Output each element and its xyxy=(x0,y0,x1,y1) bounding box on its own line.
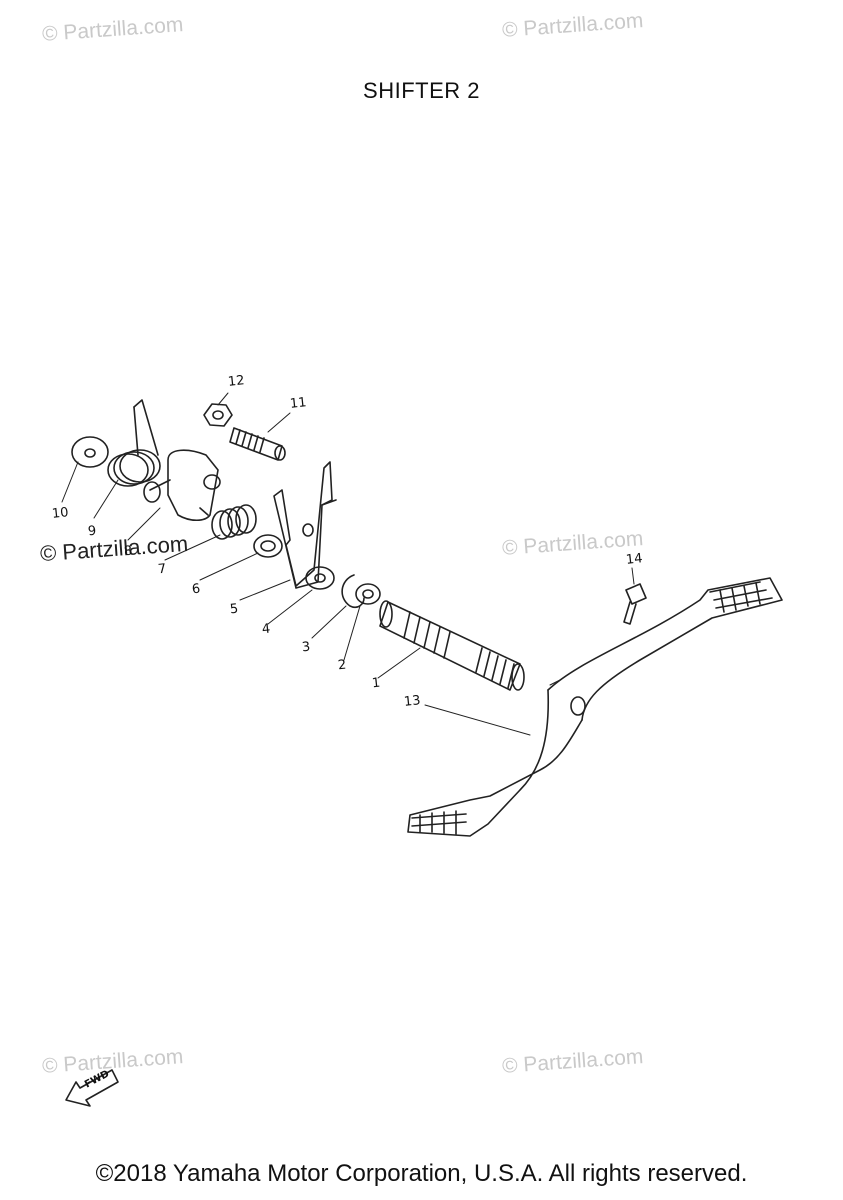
washer-part-2 xyxy=(355,583,381,605)
torsion-spring-part-9 xyxy=(107,399,161,487)
callout-3: 3 xyxy=(301,639,312,656)
callout-6: 6 xyxy=(191,581,202,598)
shift-pedal-part-13 xyxy=(407,577,783,837)
callout-7: 7 xyxy=(157,561,168,578)
callout-14: 14 xyxy=(625,551,644,568)
fwd-arrow-icon xyxy=(65,1069,119,1107)
callout-5: 5 xyxy=(229,601,240,618)
washer-part-4 xyxy=(305,566,335,590)
adjust-bolt-part-11 xyxy=(229,427,286,461)
callout-11: 11 xyxy=(289,395,308,412)
page-title: SHIFTER 2 xyxy=(363,78,480,103)
washer-part-6 xyxy=(253,534,283,558)
callout-4: 4 xyxy=(261,621,272,638)
shift-shaft-part-1 xyxy=(379,600,525,691)
callout-13: 13 xyxy=(403,693,422,710)
callout-8: 8 xyxy=(123,543,134,560)
callout-1: 1 xyxy=(371,675,382,692)
callout-2: 2 xyxy=(337,657,348,674)
leader-lines xyxy=(61,392,635,736)
copyright-footer: ©2018 Yamaha Motor Corporation, U.S.A. A… xyxy=(95,1160,748,1187)
shift-arm-part-8 xyxy=(143,449,221,522)
bolt-part-14 xyxy=(623,583,647,625)
callout-9: 9 xyxy=(87,523,98,540)
callout-10: 10 xyxy=(51,505,70,522)
callout-12: 12 xyxy=(227,373,246,390)
nut-part-12 xyxy=(203,403,233,427)
washer-part-10 xyxy=(71,436,109,468)
compression-spring-part-7 xyxy=(211,504,257,540)
